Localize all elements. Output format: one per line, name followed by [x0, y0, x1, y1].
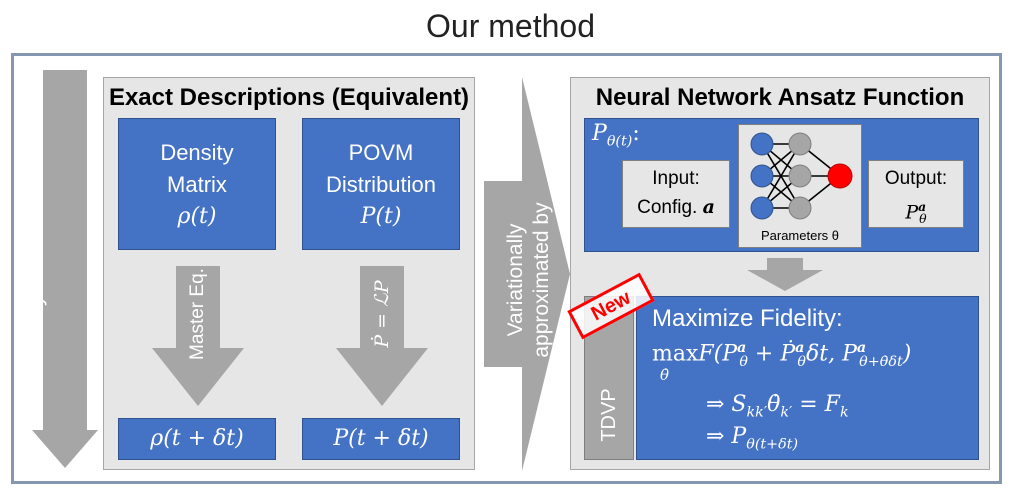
povm-line2: Distribution — [325, 172, 437, 197]
variational-arrow — [484, 77, 570, 471]
fidelity-expr-start: F(P — [698, 341, 738, 367]
sub-kk: kk′ — [746, 404, 768, 421]
max-word: max — [652, 341, 699, 367]
output-line1: Output: — [884, 168, 948, 189]
variational-arrow-shape — [484, 77, 570, 471]
density-symbol: ρ(t) — [177, 204, 217, 229]
master-eq-arrow — [152, 266, 244, 406]
outer-frame — [11, 53, 1002, 484]
network-graph — [750, 132, 853, 220]
hidden-node — [788, 196, 812, 220]
fidelity-update-equation: ⇒ Pθ(t+δt) — [706, 424, 798, 452]
density-matrix-box: Density Matrix ρ(t) — [118, 118, 276, 250]
variational-label: Variationally approximated by — [499, 185, 559, 375]
nn-to-fidelity-arrow — [747, 258, 823, 291]
sup-a3: a — [856, 340, 867, 356]
hidden-node — [788, 164, 812, 188]
povm-equation-label: Ṗ = ℒP — [371, 280, 393, 348]
exact-descriptions-heading: Exact Descriptions (Equivalent) — [108, 84, 470, 111]
input-config-text: Config. — [637, 197, 698, 218]
diagram-title: Our method — [426, 8, 595, 44]
input-config-symbol: a — [702, 196, 715, 218]
input-line1: Input: — [652, 168, 700, 189]
sub-kprime: k′ — [780, 404, 793, 421]
sub-theta-next: θ(t+δt) — [746, 436, 799, 453]
density-line1: Density — [160, 140, 234, 165]
max-subscript: θ̇ — [660, 366, 670, 384]
tdvp-label: TDVP — [597, 388, 620, 442]
time-arrow-shape — [32, 70, 98, 468]
sub-theta3: θ+θ̇δt — [859, 353, 903, 370]
physical-time-label: Physical Time — [22, 197, 47, 333]
density-line2: Matrix — [167, 172, 227, 197]
input-line2: Config. a — [623, 193, 729, 222]
sub-k: k — [839, 404, 849, 421]
input-box: Input: Config. a — [622, 160, 730, 228]
variational-line2: approximated by — [530, 202, 553, 358]
physical-time-arrow — [32, 70, 98, 468]
input-node — [750, 196, 774, 220]
output-symbol-base: P — [905, 201, 919, 224]
p-theta-sub: θ(t) — [606, 133, 633, 150]
p-theta-colon: : — [632, 121, 640, 146]
povm-symbol: P(t) — [360, 204, 402, 229]
sup-a2: a — [795, 340, 805, 356]
p-theta-label: Pθ(t): — [592, 121, 640, 149]
hidden-node — [788, 132, 812, 156]
povm-line1: POVM — [348, 140, 414, 165]
sub-theta1: θ — [739, 353, 748, 370]
output-symbol-sub: θ — [919, 212, 927, 227]
povm-distribution-box: POVM Distribution P(t) — [302, 118, 460, 250]
povm-next-box: P(t + δt) — [302, 418, 460, 460]
small-arrow-shape — [747, 258, 823, 291]
input-node — [750, 164, 774, 188]
povm-arrow-shape — [336, 266, 428, 406]
povm-evolution-arrow — [336, 266, 428, 406]
master-eq-label: Master Eq. — [187, 268, 208, 360]
output-node — [827, 163, 853, 189]
density-next-box: ρ(t + δt) — [118, 418, 276, 460]
nn-heading: Neural Network Ansatz Function — [595, 84, 965, 111]
line2-start: ⇒ S — [706, 392, 747, 417]
output-symbol: Paθ — [869, 193, 963, 233]
parameters-label: Parameters θ — [760, 228, 840, 243]
sup-a1: a — [737, 340, 747, 356]
fidelity-heading: Maximize Fidelity: — [652, 305, 843, 332]
line3-start: ⇒ P — [706, 424, 747, 449]
fidelity-box — [636, 296, 979, 460]
fidelity-objective: maxF(Paθ + Ṗaθδt, Paθ+θ̇δt) — [652, 340, 912, 370]
fidelity-sgd-equation: ⇒ Skk′θ̇k′ = Fk — [706, 392, 849, 421]
variational-line1: Variationally — [504, 223, 527, 337]
input-node — [750, 132, 774, 156]
output-box: Output: Paθ — [868, 160, 964, 228]
master-arrow-shape — [152, 266, 244, 406]
sub-theta2: θ — [797, 353, 807, 370]
output-symbol-sup: a — [918, 199, 927, 214]
p-theta-base: P — [592, 121, 607, 146]
